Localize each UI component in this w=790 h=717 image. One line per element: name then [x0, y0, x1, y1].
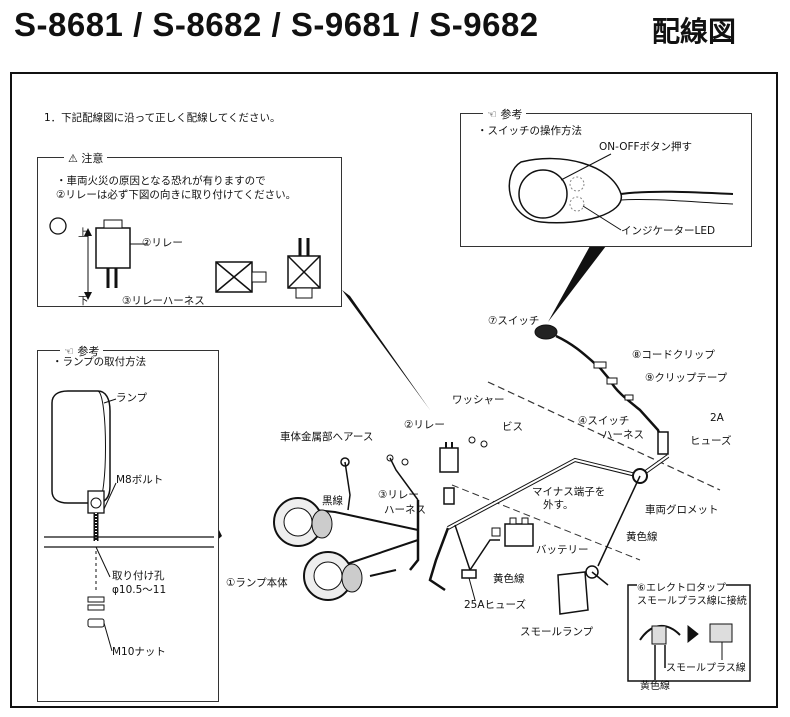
washer-label: ワッシャー	[452, 394, 505, 406]
down-label: 下	[78, 295, 89, 307]
lamp-label: ランプ	[116, 392, 148, 404]
fuse-2a-label-2: ヒューズ	[690, 435, 732, 447]
hole-label-1: 取り付け孔	[112, 570, 165, 582]
fog-lamps	[273, 497, 363, 601]
instruction-text: 1．下記配線図に沿って正しく配線してください。	[44, 112, 281, 124]
electro-tap-label-2: スモールプラス線に接続	[637, 596, 747, 607]
lamp-body-label: ①ランプ本体	[226, 577, 288, 589]
yellow-wire-label-3: 黄色線	[640, 681, 670, 692]
nut-label: M10ナット	[112, 646, 166, 658]
battery-part	[491, 517, 534, 547]
up-label: 上	[78, 227, 89, 239]
relay-harness-callout: ③リレーハーネス	[122, 295, 205, 307]
lamp-mount-drawing	[44, 390, 214, 652]
relay-label: ②リレー	[404, 419, 445, 431]
diagram-title: 配線図	[652, 15, 737, 48]
caution-line-2: ②リレーは必ず下図の向きに取り付けてください。	[56, 189, 297, 201]
black-wire-label: 黒線	[322, 495, 343, 507]
diagram-frame	[10, 72, 778, 708]
electro-tap-label-1: ⑥エレクトロタップ	[637, 583, 726, 594]
yellow-wire-label-1: 黄色線	[626, 531, 658, 543]
small-lamp-part	[557, 565, 609, 615]
relay-callout: ②リレー	[142, 237, 183, 249]
lamp-reference-box: ☜ 参考 ・ランプの取付方法 ランプ M8ボルト 取り付け孔 φ10.5～11 …	[37, 343, 219, 702]
minus-terminal-label-1: マイナス端子を	[532, 486, 606, 498]
small-plus-wire-label: スモールプラス線	[666, 663, 746, 674]
yellow-wire-label-2: 黄色線	[493, 573, 525, 585]
switch-pointer	[548, 246, 606, 322]
switch-label: ⑦スイッチ	[488, 315, 540, 327]
minus-terminal-label-2: 外す。	[543, 499, 574, 511]
battery-label: バッテリー	[536, 544, 589, 556]
hole-label-2: φ10.5～11	[112, 584, 167, 596]
caution-pointer	[342, 290, 430, 410]
relay-orientation-drawing	[49, 217, 321, 300]
screw-label: ビス	[502, 421, 523, 433]
grommet-label: 車両グロメット	[645, 504, 719, 516]
switch-harness-label-2: ハーネス	[602, 429, 644, 441]
ground-terminal	[340, 454, 419, 511]
fuse-25a-label: 25Aヒューズ	[464, 599, 527, 611]
indicator-led-label: インジケーターLED	[621, 225, 716, 237]
switch-reference-box: ☜ 参考 ・スイッチの操作方法 ON-OFFボタン押す インジケーターLED	[460, 106, 752, 247]
model-numbers: S-8681 / S-8682 / S-9681 / S-9682	[14, 6, 539, 43]
caution-line-1: ・車両火災の原因となる恐れが有りますので	[56, 175, 266, 187]
switch-unit	[534, 324, 669, 455]
switch-ref-subtitle: ・スイッチの操作方法	[477, 125, 582, 137]
on-off-label: ON-OFFボタン押す	[599, 141, 693, 153]
caution-heading: ⚠ 注意	[64, 150, 108, 166]
relay-part	[439, 436, 488, 505]
body-ground-label: 車体金属部へアース	[280, 431, 374, 443]
bolt-label: M8ボルト	[116, 474, 164, 486]
switch-operation-drawing	[508, 153, 734, 231]
relay-harness-label-1: ③リレー	[378, 489, 419, 501]
cord-clip-label: ⑧コードクリップ	[632, 349, 715, 361]
caution-box: ⚠ 注意 ・車両火災の原因となる恐れが有りますので ②リレーは必ず下図の向きに取…	[37, 150, 342, 307]
clip-tape-label: ⑨クリップテープ	[645, 372, 728, 384]
lamp-ref-subtitle: ・ランプの取付方法	[52, 356, 147, 368]
switch-ref-heading: ☜ 参考	[483, 106, 527, 122]
relay-harness-label-2: ハーネス	[384, 504, 426, 516]
switch-harness-label-1: ④スイッチ	[578, 415, 630, 427]
lamp-ref-heading: ☜ 参考	[60, 343, 104, 359]
small-lamp-label: スモールランプ	[520, 626, 594, 638]
main-harness	[314, 454, 670, 601]
fuse-2a-label-1: 2A	[710, 412, 724, 424]
